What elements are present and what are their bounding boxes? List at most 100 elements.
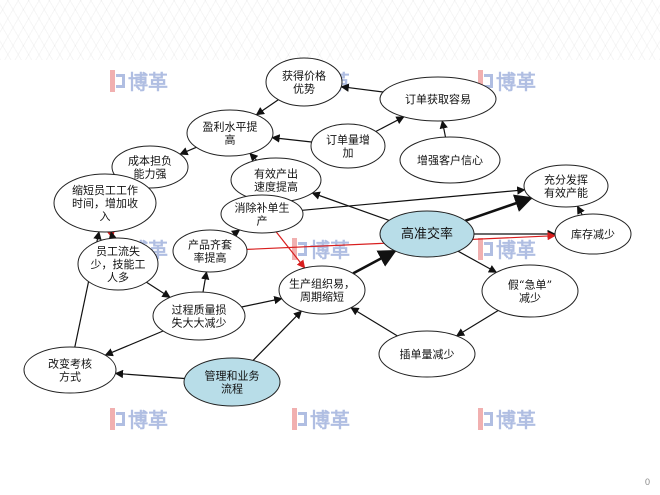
node-n12: 库存减少	[554, 213, 632, 255]
edge-n12-to-n9	[576, 205, 585, 216]
logo-mark-icon	[478, 407, 494, 430]
node-label: 人多	[107, 270, 129, 284]
edge-n6-to-n2	[439, 120, 448, 138]
edge-n20-to-n15	[252, 310, 302, 361]
edge-n14-to-n17	[146, 281, 171, 298]
node-shape	[152, 291, 246, 341]
node-label: 时间，增加收	[72, 196, 138, 210]
node-label: 插单量减少	[400, 347, 455, 361]
logo-mark-icon	[478, 237, 494, 260]
node-label: 流程	[221, 382, 243, 396]
node-n18: 插单量减少	[378, 330, 476, 378]
node-n11: 高准交率	[379, 210, 475, 258]
edge-n4-to-n2	[375, 116, 405, 133]
edge-n11-to-n9	[464, 194, 534, 222]
edge-n17-to-n19	[104, 330, 164, 357]
node-label: 盈利水平提	[203, 121, 258, 134]
node-label: 周期缩短	[300, 290, 344, 304]
node-label: 订单获取容易	[405, 92, 471, 106]
node-shape	[23, 346, 117, 394]
node-label: 充分发挥	[544, 173, 588, 187]
node-shape	[220, 194, 304, 234]
edge-n15-to-n11	[352, 249, 397, 275]
node-shape	[172, 229, 248, 273]
watermark-logo: 博革	[478, 404, 536, 433]
node-shape	[310, 123, 386, 169]
logo-mark-icon	[110, 69, 126, 92]
node-label: 速度提高	[254, 180, 298, 194]
logo-mark-icon	[292, 237, 308, 260]
watermark-logo: 博革	[110, 66, 168, 95]
edge-n11-to-n7	[311, 191, 390, 221]
header-pattern	[0, 0, 660, 60]
node-label: 有效产出	[254, 167, 298, 181]
node-shape	[278, 265, 366, 315]
edge-n4-to-n3	[271, 134, 312, 143]
edge-n18-to-n15	[350, 307, 398, 337]
node-shape	[183, 357, 281, 407]
node-shape	[265, 57, 343, 107]
nodes-layer: 获得价格优势订单获取容易盈利水平提高订单量增加成本担负能力强增强客户信心有效产出…	[23, 57, 632, 407]
node-shape	[379, 76, 497, 122]
node-label: 减少	[519, 292, 541, 305]
edge-n2-to-n1	[340, 83, 384, 93]
edge-n7-to-n3	[249, 152, 259, 162]
edge-n10-to-n9	[302, 186, 526, 211]
node-shape	[53, 173, 157, 233]
node-label: 方式	[59, 370, 81, 384]
node-label: 产品齐套	[188, 238, 232, 252]
edge-n1-to-n3	[255, 99, 279, 116]
node-n15: 生产组织易，周期缩短	[278, 265, 366, 315]
watermark-logo: 博革	[478, 66, 536, 95]
node-label: 缩短员工工作	[72, 183, 138, 197]
edges-layer	[74, 83, 585, 380]
node-label: 加	[343, 147, 354, 160]
node-label: 少，技能工	[91, 257, 146, 271]
node-shape	[186, 109, 274, 157]
edge-n13-to-n10	[231, 229, 241, 238]
node-label: 管理和业务	[205, 369, 260, 383]
node-label: 获得价格	[282, 69, 326, 83]
node-label: 入	[100, 210, 111, 223]
edge-n20-to-n19	[114, 369, 185, 380]
node-label: 库存减少	[571, 227, 615, 241]
edge-n14-to-n8	[108, 230, 117, 241]
node-n2: 订单获取容易	[379, 76, 497, 122]
node-label: 员工流失	[96, 244, 140, 258]
edge-n17-to-n15	[241, 295, 283, 308]
node-shape	[523, 164, 609, 208]
node-label: 订单量增	[326, 133, 370, 147]
edge-n10-to-n15	[275, 231, 306, 269]
node-shape	[481, 264, 579, 318]
logo-mark-icon	[110, 407, 126, 430]
node-label: 产	[257, 214, 268, 228]
logo-mark-icon	[292, 407, 308, 430]
logo-mark-icon	[478, 69, 494, 92]
edge-n17-to-n13	[201, 271, 210, 293]
watermark-logo: 博革	[292, 234, 350, 263]
node-shape	[399, 136, 501, 184]
node-label: 消除补单生	[235, 201, 290, 215]
node-shape	[554, 213, 632, 255]
edge-n16-to-n18	[455, 309, 499, 337]
node-label: 假“急单”	[508, 278, 552, 292]
node-label: 成本担负	[128, 154, 172, 168]
node-label: 过程质量损	[172, 303, 227, 317]
node-shape	[378, 330, 476, 378]
node-label: 改变考核	[48, 357, 92, 371]
edge-n11-to-n16	[457, 250, 498, 273]
node-label: 生产组织易，	[289, 277, 355, 291]
